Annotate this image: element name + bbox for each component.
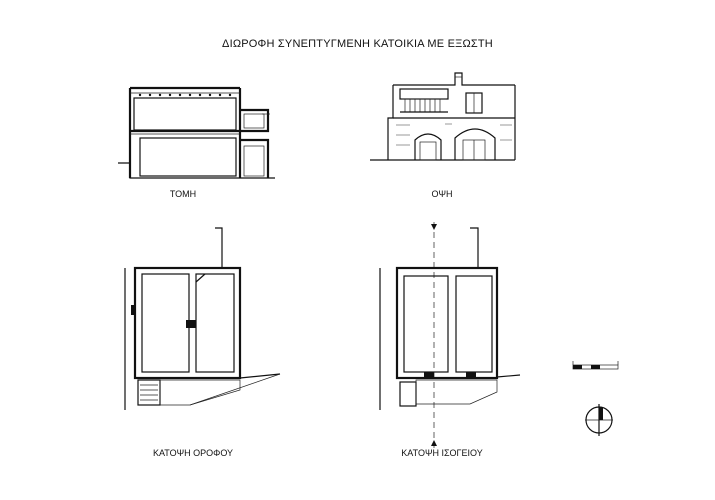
drawing-title: ΔΙΩΡΟΦΗ ΣΥΝΕΠΤΥΓΜΕΝΗ ΚΑΤΟΙΚΙΑ ΜΕ ΕΞΩΣΤΗ xyxy=(222,38,493,50)
upper-plan-label: ΚΑΤΟΨΗ ΟΡΟΦΟΥ xyxy=(152,448,234,458)
scale-bar xyxy=(572,361,619,370)
section-label: ΤΟΜΗ xyxy=(169,189,197,199)
elevation-label: ΟΨΗ xyxy=(431,189,453,199)
ground-plan-label: ΚΑΤΟΨΗ ΙΣΟΓΕΙΟΥ xyxy=(401,448,483,458)
north-arrow-icon xyxy=(585,404,613,436)
